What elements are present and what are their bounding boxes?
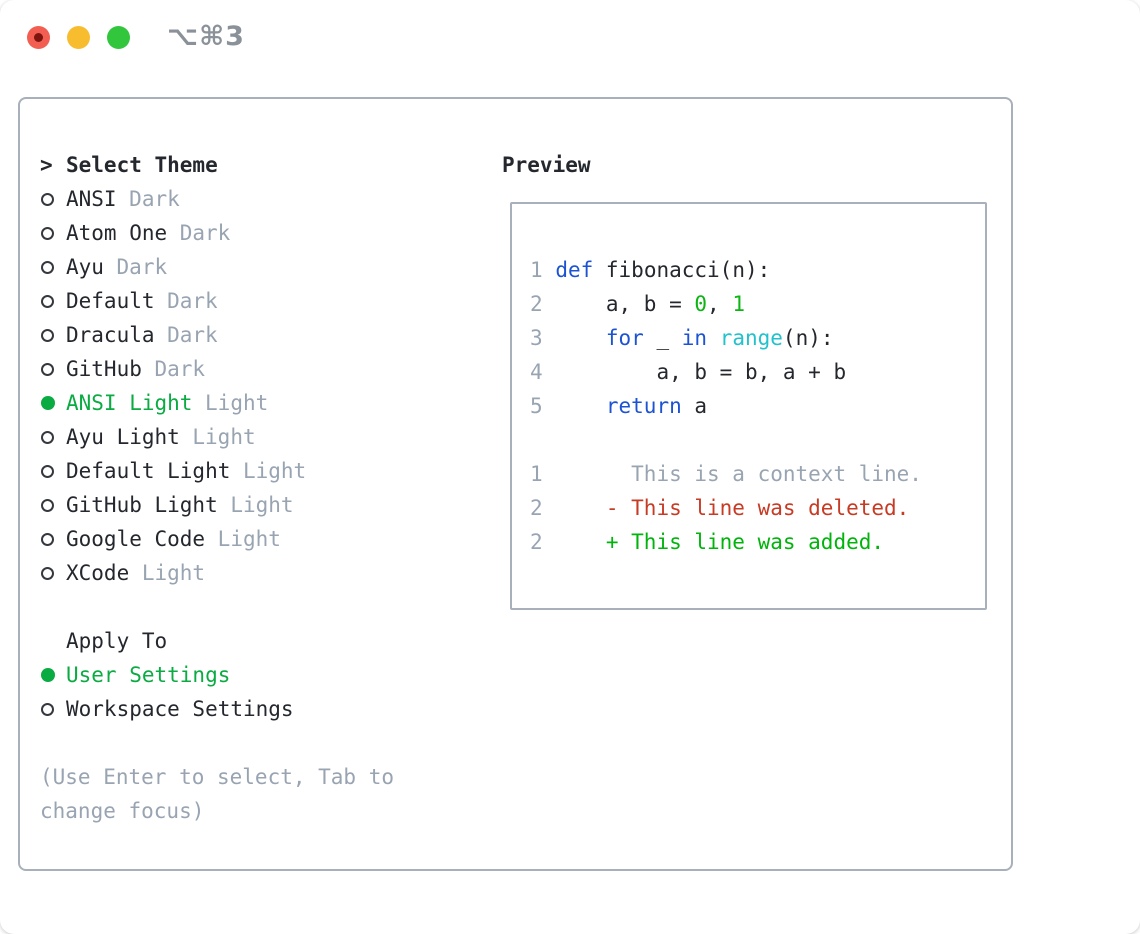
radio-icon xyxy=(40,226,66,240)
code-line: 1 This is a context line. xyxy=(530,462,922,486)
theme-name: Ayu xyxy=(66,255,104,279)
radio-icon xyxy=(40,566,66,580)
theme-variant: Dark xyxy=(179,221,231,245)
close-button[interactable] xyxy=(27,26,50,49)
line-number: 4 xyxy=(530,360,543,384)
line-number: 1 xyxy=(530,462,543,486)
preview-box: 1 def fibonacci(n): 2 a, b = 0, 1 3 for _ … xyxy=(510,202,987,610)
theme-name: Ayu Light xyxy=(66,425,180,449)
radio-icon xyxy=(40,498,66,512)
radio-icon xyxy=(40,430,66,444)
theme-option-ayu[interactable]: Ayu Dark xyxy=(40,250,394,284)
window-title-shortcut: ⌥⌘3 xyxy=(167,21,245,52)
theme-variant: Dark xyxy=(116,255,168,279)
select-theme-header: > Select Theme xyxy=(40,148,394,182)
theme-variant: Dark xyxy=(129,187,180,211)
theme-name: Atom One xyxy=(66,221,168,245)
line-number: 3 xyxy=(530,326,543,350)
preview-header: Preview xyxy=(502,153,591,177)
radio-icon xyxy=(40,702,66,716)
code-line xyxy=(530,423,977,457)
theme-option-github-light[interactable]: GitHub Light Light xyxy=(40,488,394,522)
theme-option-github[interactable]: GitHub Dark xyxy=(40,352,394,386)
theme-variant: Light xyxy=(205,391,269,415)
theme-option-default-light[interactable]: Default Light Light xyxy=(40,454,394,488)
radio-icon xyxy=(40,464,66,478)
help-line-2: change focus) xyxy=(40,799,205,823)
theme-variant: Light xyxy=(217,527,281,551)
theme-variant: Light xyxy=(192,425,256,449)
radio-selected-icon xyxy=(40,668,66,682)
theme-variant: Light xyxy=(230,493,294,517)
line-number: 1 xyxy=(530,258,543,282)
theme-variant: Light xyxy=(141,561,206,585)
theme-name: Default xyxy=(66,289,155,313)
code-line: 5 return a xyxy=(530,394,708,418)
radio-icon xyxy=(40,362,66,376)
code-line: 2 - This line was deleted. xyxy=(530,496,910,520)
focus-caret-icon: > xyxy=(40,153,53,177)
theme-name: XCode xyxy=(66,561,130,585)
apply-option-workspace-settings[interactable]: Workspace Settings xyxy=(40,692,394,726)
radio-selected-icon xyxy=(40,396,66,410)
theme-option-dracula[interactable]: Dracula Dark xyxy=(40,318,394,352)
apply-option-label: User Settings xyxy=(66,663,231,687)
theme-variant: Dark xyxy=(154,357,206,381)
line-number: 2 xyxy=(530,496,543,520)
theme-option-default[interactable]: Default Dark xyxy=(40,284,394,318)
minimize-button[interactable] xyxy=(67,26,90,49)
radio-icon xyxy=(40,294,66,308)
code-line: 4 a, b = b, a + b xyxy=(530,360,847,384)
window-controls xyxy=(27,26,130,49)
theme-option-ayu-light[interactable]: Ayu Light Light xyxy=(40,420,394,454)
theme-option-ansi-light[interactable]: ANSI Light Light xyxy=(40,386,394,420)
apply-option-label: Workspace Settings xyxy=(66,697,294,721)
radio-icon xyxy=(40,192,66,206)
titlebar: ⌥⌘3 xyxy=(0,0,1140,72)
apply-option-user-settings[interactable]: User Settings xyxy=(40,658,394,692)
radio-icon xyxy=(40,260,66,274)
close-dot-icon xyxy=(34,33,43,42)
theme-variant: Dark xyxy=(167,289,218,313)
line-number: 2 xyxy=(530,530,543,554)
theme-name: Dracula xyxy=(66,323,155,347)
line-number: 2 xyxy=(530,292,543,316)
theme-name: GitHub Light xyxy=(66,493,218,517)
apply-to-label: Apply To xyxy=(66,629,168,653)
theme-name: Default Light xyxy=(66,459,231,483)
help-text: (Use Enter to select, Tab to change focu… xyxy=(40,760,394,828)
theme-variant: Dark xyxy=(167,323,218,347)
code-line: 2 + This line was added. xyxy=(530,530,885,554)
theme-name: Google Code xyxy=(66,527,206,551)
theme-option-ansi[interactable]: ANSI Dark xyxy=(40,182,394,216)
code-preview: 1 def fibonacci(n): 2 a, b = 0, 1 3 for _ … xyxy=(512,204,985,559)
code-line: 2 a, b = 0, 1 xyxy=(530,292,745,316)
radio-icon xyxy=(40,532,66,546)
theme-name: ANSI Light xyxy=(66,391,193,415)
theme-option-google-code[interactable]: Google Code Light xyxy=(40,522,394,556)
select-theme-label: Select Theme xyxy=(66,153,218,177)
line-number: 5 xyxy=(530,394,543,418)
help-line-1: (Use Enter to select, Tab to xyxy=(40,765,395,789)
theme-variant: Light xyxy=(242,459,307,483)
apply-to-header: Apply To xyxy=(40,624,394,658)
zoom-button[interactable] xyxy=(107,26,130,49)
theme-name: ANSI xyxy=(66,187,117,211)
theme-name: GitHub xyxy=(66,357,142,381)
code-line: 1 def fibonacci(n): xyxy=(530,258,771,282)
theme-option-atom-one[interactable]: Atom One Dark xyxy=(40,216,394,250)
theme-option-xcode[interactable]: XCode Light xyxy=(40,556,394,590)
radio-icon xyxy=(40,328,66,342)
code-line: 3 for _ in range(n): xyxy=(530,326,834,350)
